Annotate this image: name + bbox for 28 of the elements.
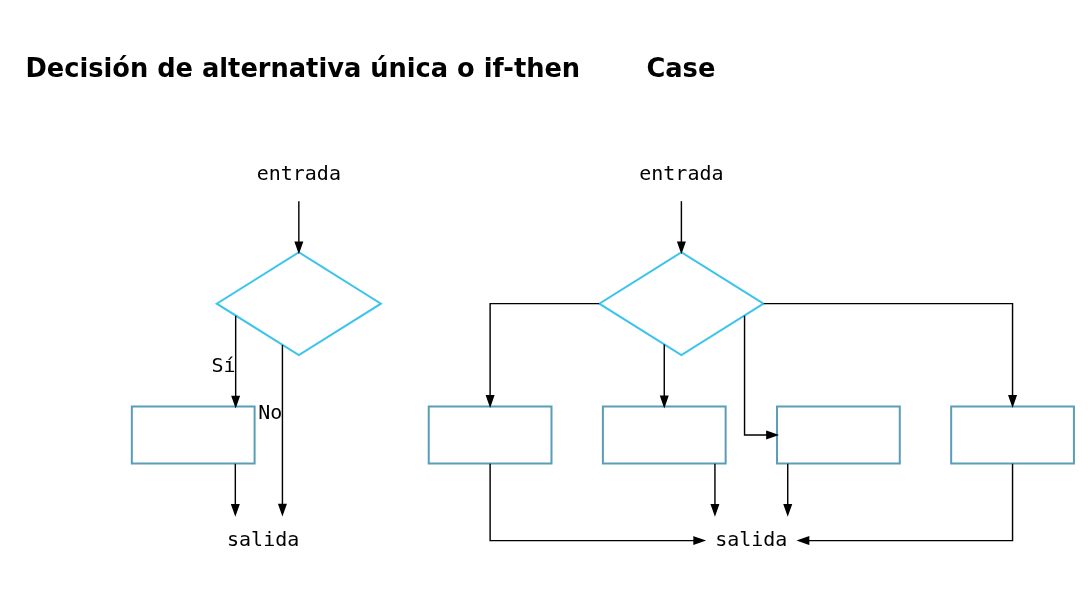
arrow	[231, 314, 241, 408]
arrow	[762, 302, 1018, 408]
arrow	[659, 343, 669, 408]
node-box	[950, 404, 1075, 464]
node-box	[601, 404, 727, 464]
node-text: entrada	[639, 160, 724, 185]
arrow	[294, 199, 304, 254]
node-text: salida	[227, 526, 300, 551]
label: Case	[646, 52, 716, 83]
node-box	[130, 404, 256, 464]
arrow	[277, 343, 287, 517]
edge-label: No	[258, 399, 283, 424]
edge-label: Sí	[211, 352, 236, 377]
arrow	[710, 462, 720, 517]
arrow	[230, 462, 240, 517]
arrow	[796, 462, 1014, 545]
arrow	[489, 462, 707, 545]
node-box	[776, 404, 901, 464]
node-diamond	[597, 250, 766, 356]
arrow	[743, 314, 779, 439]
node-text: salida	[715, 526, 788, 551]
arrow	[485, 302, 600, 408]
arrow	[783, 462, 793, 517]
label: Decisión de alternativa única o if-then	[25, 52, 581, 83]
node-box	[427, 404, 553, 464]
arrow	[676, 199, 686, 254]
node-diamond	[214, 250, 383, 356]
node-text: entrada	[256, 160, 341, 185]
